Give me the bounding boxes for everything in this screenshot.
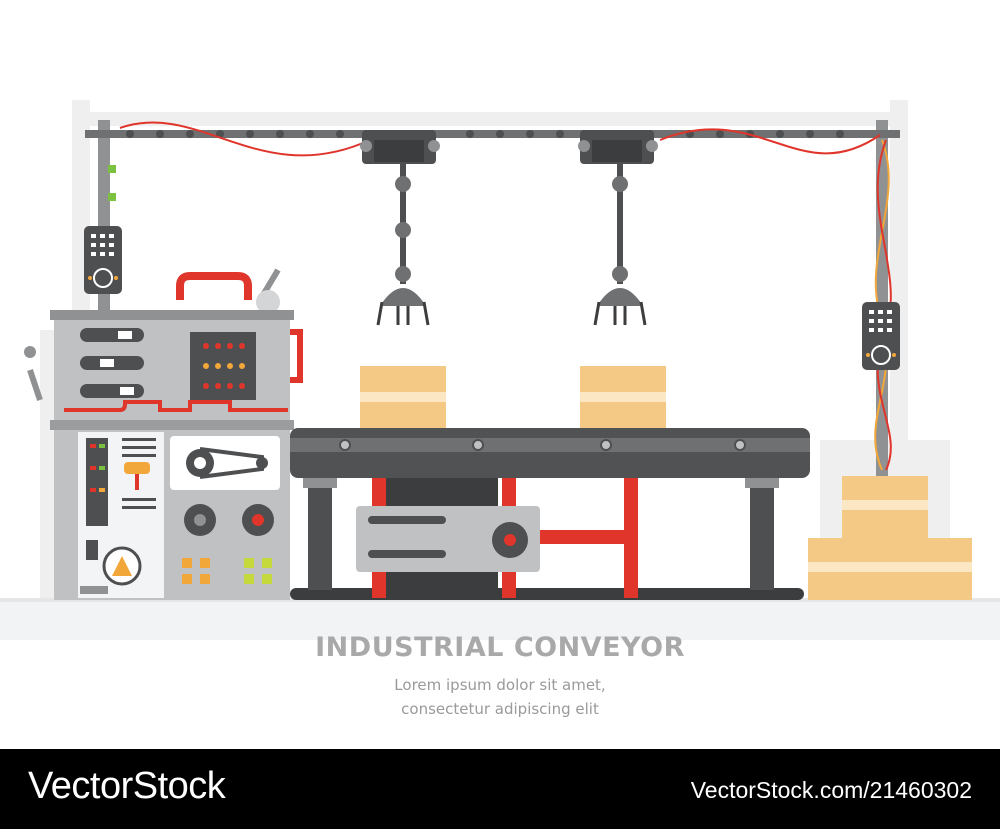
cardboard-boxes (360, 366, 972, 600)
conveyor-scene (0, 100, 1000, 640)
subtitle-line-1: Lorem ipsum dolor sit amet, (394, 676, 606, 694)
illustration-title: INDUSTRIAL CONVEYOR (315, 632, 685, 663)
conveyor-belt (290, 428, 810, 600)
conveyor-supports (303, 478, 779, 598)
robot-arm-right (578, 130, 658, 326)
subtitle-line-2: consectetur adipiscing elit (401, 700, 599, 718)
floor (0, 598, 1000, 640)
image-id-label: VectorStock.com/21460302 (690, 777, 972, 803)
watermark-footer: VectorStock VectorStock.com/21460302 (0, 749, 1000, 829)
vectorstock-logo: VectorStock (28, 765, 226, 807)
robot-arm-left (360, 130, 440, 326)
remote-control-right (862, 302, 900, 370)
control-machine (24, 268, 303, 600)
remote-control-left (84, 226, 122, 294)
